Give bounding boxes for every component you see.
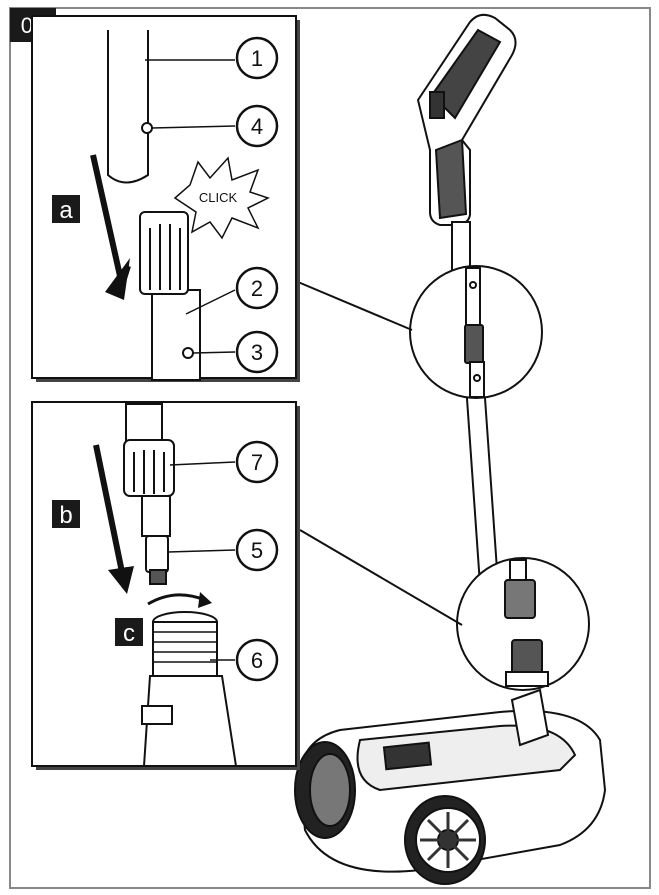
callout-2-label: 2 xyxy=(251,276,263,301)
detail-panel-b: b c xyxy=(31,401,300,770)
callout-3-label: 3 xyxy=(251,340,263,365)
badge-c-label: c xyxy=(123,620,135,647)
connector-line-upper xyxy=(297,281,413,331)
badge-b-label: b xyxy=(59,502,72,529)
callout-7-label: 7 xyxy=(251,450,263,475)
callout-5-label: 5 xyxy=(251,538,263,563)
callout-2: 2 xyxy=(235,266,279,310)
badge-c xyxy=(115,618,143,646)
badge-b xyxy=(52,500,80,528)
device-illustration xyxy=(294,13,607,885)
outer-frame xyxy=(9,7,651,889)
callout-leaders xyxy=(145,59,236,661)
callout-6: 6 xyxy=(235,638,279,682)
badge-a-label: a xyxy=(59,197,73,224)
callout-6-label: 6 xyxy=(251,648,263,673)
callout-4-label: 4 xyxy=(251,114,263,139)
badge-a xyxy=(52,195,80,223)
connector-line-lower xyxy=(299,529,463,626)
callout-1: 1 xyxy=(235,36,279,80)
callout-3: 3 xyxy=(235,330,279,374)
callout-5: 5 xyxy=(235,528,279,572)
click-burst xyxy=(173,156,270,240)
magnifier-upper xyxy=(409,265,543,399)
callout-7: 7 xyxy=(235,440,279,484)
click-label: CLICK xyxy=(199,190,238,205)
magnifier-lower xyxy=(456,557,590,691)
callout-4: 4 xyxy=(235,104,279,148)
callout-1-label: 1 xyxy=(251,46,263,71)
